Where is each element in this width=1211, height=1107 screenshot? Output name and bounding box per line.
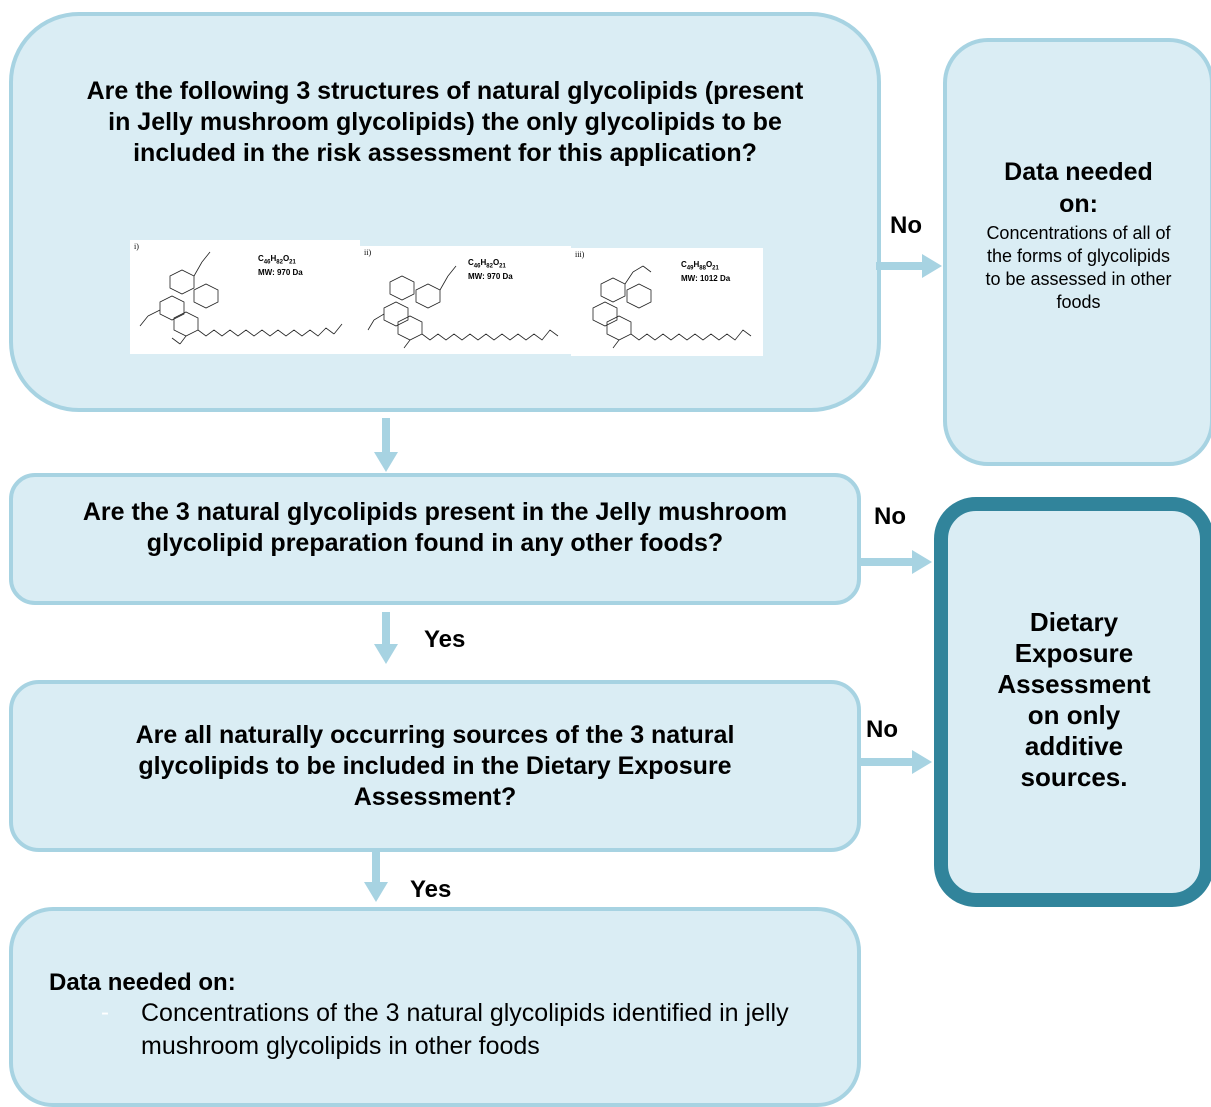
question-box-other-foods: Are the 3 natural glycolipids present in… <box>9 473 861 605</box>
label-no-natural-sources: No <box>866 716 898 743</box>
glycolipid-structure-i: i) C46H82O21 MW: 970 Da <box>130 240 360 354</box>
question-natural-sources-text: Are all naturally occurring sources of t… <box>135 721 735 811</box>
data-needed-bottom-item: Concentrations of the 3 natural glycolip… <box>141 999 789 1060</box>
data-needed-bottom-title: Data needed on: <box>49 969 236 996</box>
arrow-box2-to-box3 <box>374 612 398 664</box>
question-structures-text: Are the following 3 structures of natura… <box>86 77 804 167</box>
data-needed-three-glycolipids-box: Data needed on: - Concentrations of the … <box>9 907 861 1107</box>
glycolipid-structure-ii: ii) C46H82O21 MW: 970 Da <box>360 246 571 354</box>
arrow-box1-to-right <box>876 254 942 278</box>
bullet-dash: - <box>101 999 109 1026</box>
label-yes-other-foods: Yes <box>424 626 466 653</box>
label-no-structures: No <box>890 212 922 239</box>
molecule-drawing-iii <box>592 265 752 349</box>
molecule-drawing-i <box>139 251 343 345</box>
data-needed-all-forms-box: Data needed on: Concentrations of all of… <box>943 38 1211 466</box>
dietary-exposure-outcome-text: Dietary Exposure Assessment on only addi… <box>997 607 1151 792</box>
data-needed-title: Data needed on: <box>1004 158 1153 218</box>
arrow-box3-to-box4 <box>364 852 388 902</box>
arrow-box2-to-outcome <box>858 550 932 574</box>
glycolipid-structure-iii: iii) C49H88O21 MW: 1012 Da <box>571 248 763 356</box>
arrow-box1-to-box2 <box>374 418 398 472</box>
arrow-box3-to-outcome <box>858 750 932 774</box>
label-no-other-foods: No <box>874 503 906 530</box>
molecule-drawing-ii <box>367 265 559 349</box>
question-box-natural-sources: Are all naturally occurring sources of t… <box>9 680 861 852</box>
question-box-structures: Are the following 3 structures of natura… <box>9 12 881 412</box>
question-other-foods-text: Are the 3 natural glycolipids present in… <box>82 498 788 557</box>
data-needed-description: Concentrations of all of the forms of gl… <box>985 223 1172 312</box>
label-yes-natural-sources: Yes <box>410 876 452 903</box>
dietary-exposure-outcome-box: Dietary Exposure Assessment on only addi… <box>934 497 1211 907</box>
